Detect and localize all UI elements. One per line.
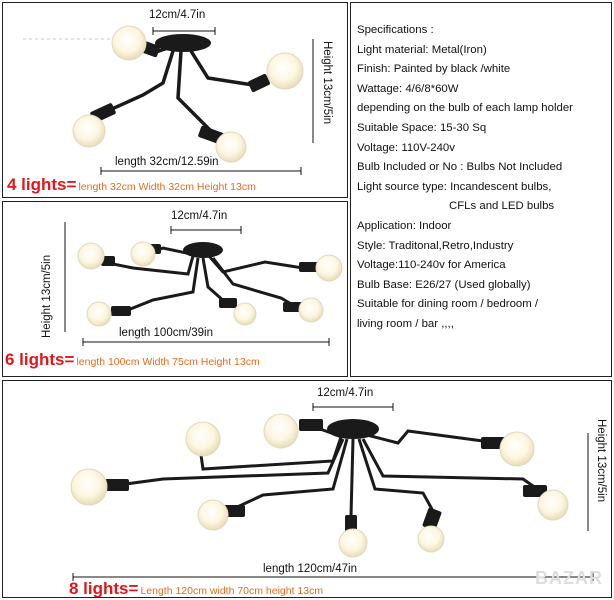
chandelier-8-lights-image — [70, 403, 594, 581]
width-dimension-label: 12cm/4.7in — [317, 387, 374, 399]
height-dimension-label: Height 13cm/5in — [41, 254, 53, 338]
length-dimension-label: length 100cm/39in — [119, 327, 213, 339]
width-dimension-label: 12cm/4.7in — [171, 210, 228, 222]
bazar-watermark: BAZAR — [535, 568, 603, 588]
spec-bulb-base: Bulb Base: E26/27 (Used globally) — [357, 278, 531, 291]
spec-suitable-cont: living room / bar ,,,, — [357, 317, 454, 330]
variant-dimensions: length 32cm Width 32cm Height 13cm — [78, 181, 256, 193]
variant-title-8-lights: 8 lights= Length 120cm width 70cm height… — [69, 579, 324, 598]
spec-wattage: Wattage: 4/6/8*60W — [357, 82, 459, 95]
chandelier-4-lights-image — [23, 25, 314, 175]
chandelier-6-lights-image — [64, 222, 343, 346]
panel-4-lights: 12cm/4.7in Height 13cm/5in length 32cm/1… — [2, 2, 348, 198]
panel-8-lights: 12cm/4.7in Height 13cm/5in length 120cm/… — [2, 380, 612, 598]
spec-light-source: Light source type: Incandescent bulbs, — [357, 180, 552, 193]
variant-name: 8 lights= — [69, 579, 139, 598]
spec-bulb-included: Bulb Included or No : Bulbs Not Included — [357, 161, 563, 174]
spec-voltage: Voltage: 110V-240v — [357, 141, 455, 154]
spec-style: Style: Traditonal,Retro,Industry — [357, 239, 514, 252]
spec-space: Suitable Space: 15-30 Sq — [357, 121, 487, 134]
spec-material: Light material: Metal(Iron) — [357, 43, 487, 56]
width-dimension-label: 12cm/4.7in — [149, 9, 206, 21]
variant-name: 4 lights= — [7, 175, 77, 194]
height-dimension-label: Height 13cm/5in — [595, 419, 607, 503]
specifications-panel: Specifications : Light material: Metal(I… — [350, 2, 612, 377]
spec-voltage-america: Voltage:110-240v for America — [357, 259, 506, 272]
variant-name: 6 lights= — [5, 350, 75, 369]
specifications-list: Specifications : Light material: Metal(I… — [357, 21, 573, 335]
length-dimension-label: length 32cm/12.59in — [115, 156, 219, 168]
spec-wattage-note: depending on the bulb of each lamp holde… — [357, 102, 573, 115]
variant-title-4-lights: 4 lights= length 32cm Width 32cm Height … — [7, 175, 256, 195]
spec-finish: Finish: Painted by black /white — [357, 63, 511, 76]
spec-light-source-cont: CFLs and LED bulbs — [449, 200, 555, 213]
variant-dimensions: length 100cm Width 75cm Height 13cm — [76, 356, 260, 368]
spec-suitable: Suitable for dining room / bedroom / — [357, 298, 539, 311]
spec-heading: Specifications : — [357, 24, 434, 36]
variant-dimensions: Length 120cm width 70cm height 13cm — [140, 585, 324, 597]
spec-application: Application: Indoor — [357, 219, 452, 232]
variant-title-6-lights: 6 lights= length 100cm Width 75cm Height… — [5, 350, 260, 370]
panel-6-lights: 12cm/4.7in Height 13cm/5in length 100cm/… — [2, 201, 348, 377]
height-dimension-label: Height 13cm/5in — [321, 41, 333, 125]
length-dimension-label: length 120cm/47in — [263, 563, 357, 575]
